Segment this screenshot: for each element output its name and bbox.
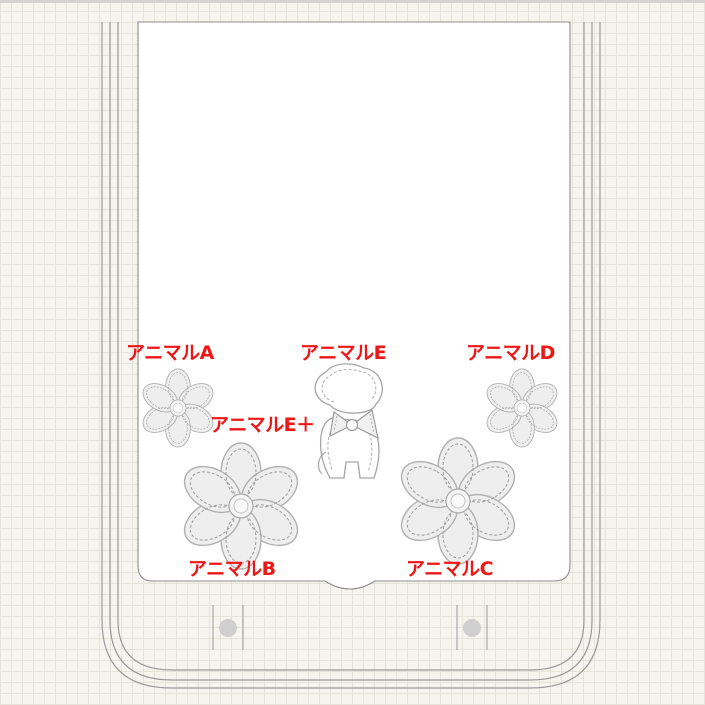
inner-edge — [117, 22, 585, 671]
outer-edge — [101, 22, 601, 689]
flower-sticker-icon — [142, 368, 214, 448]
dog-sticker-icon — [314, 363, 383, 479]
home-button-icon — [219, 619, 237, 637]
label-animal-e-plus: アニマルE＋ — [210, 414, 315, 436]
home-button-left — [212, 605, 244, 650]
phone-outline — [101, 22, 601, 689]
flower-sticker-icon — [183, 442, 299, 570]
home-button-right — [456, 605, 488, 650]
middle-edge — [109, 22, 593, 681]
home-button-icon — [463, 619, 481, 637]
flower-sticker-icon — [400, 437, 516, 565]
label-animal-a: アニマルA — [126, 342, 214, 364]
label-animal-b: アニマルB — [188, 558, 276, 580]
label-animal-d: アニマルD — [466, 342, 555, 364]
label-animal-c: アニマルC — [406, 558, 494, 580]
top-border — [0, 0, 705, 3]
flower-sticker-icon — [486, 368, 558, 448]
label-animal-e: アニマルE — [300, 342, 387, 364]
bow-icon — [329, 408, 379, 440]
